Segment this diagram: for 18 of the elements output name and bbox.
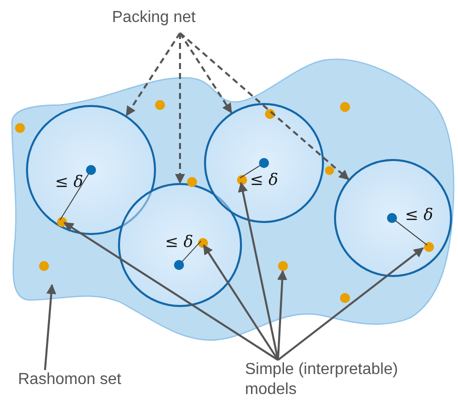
set-region bbox=[11, 58, 454, 341]
dashed-arrow bbox=[179, 32, 350, 180]
callout-label: Simple (interpretable) models bbox=[245, 360, 445, 402]
dashed-arrow bbox=[179, 32, 232, 114]
callout-label: Rashomon set bbox=[18, 370, 148, 392]
distance-label: ≤ δ bbox=[165, 232, 194, 251]
arrow bbox=[277, 247, 424, 361]
arrow bbox=[277, 270, 288, 360]
arrow bbox=[63, 222, 279, 361]
distance-label: ≤ δ bbox=[250, 170, 278, 189]
arrow bbox=[238, 182, 279, 360]
distance-label: ≤ δ bbox=[55, 172, 84, 191]
distance-label: ≤ δ bbox=[405, 205, 434, 224]
dashed-arrow bbox=[126, 32, 181, 116]
arrow bbox=[202, 244, 279, 361]
callout-label: Packing net bbox=[112, 8, 222, 30]
arrow bbox=[44, 284, 56, 370]
dashed-arrow bbox=[175, 33, 185, 184]
